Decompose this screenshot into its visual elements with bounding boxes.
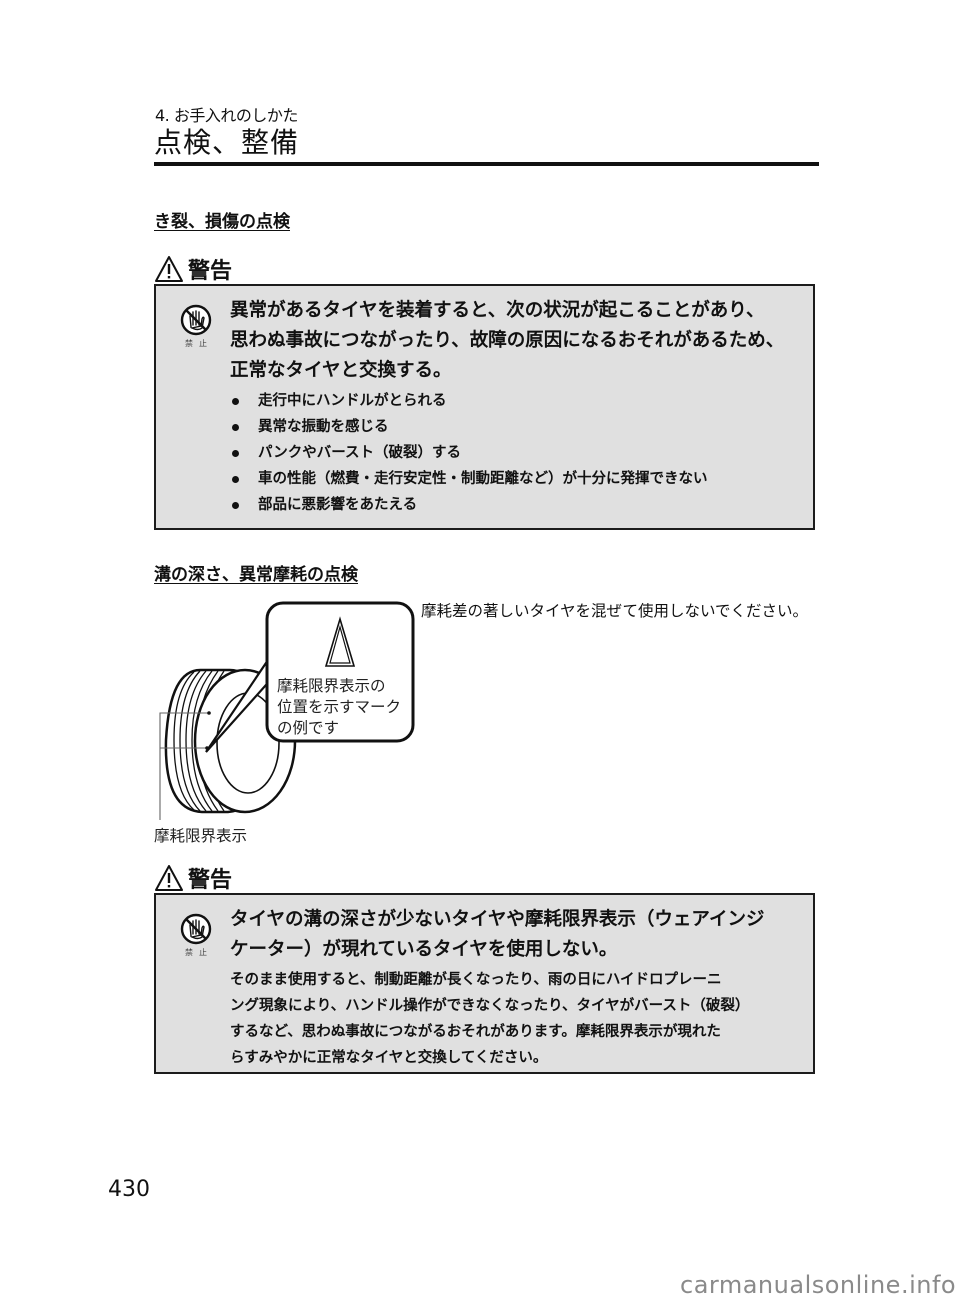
prohibited-label: 禁止 bbox=[185, 339, 213, 348]
prohibited-badge: 禁止 bbox=[176, 913, 216, 958]
watermark: carmanualsonline.info bbox=[680, 1271, 957, 1299]
warning-box-1: 禁止 異常があるタイヤを装着すると、次の状況が起こることがあり、 思わぬ事故につ… bbox=[154, 284, 815, 530]
warning-box-2: 禁止 タイヤの溝の深さが少ないタイヤや摩耗限界表示（ウェアインジ ケーター）が現… bbox=[154, 893, 815, 1074]
section-heading-cracks: き裂、損傷の点検 bbox=[154, 212, 290, 232]
list-item: 異常な振動を感じる bbox=[232, 414, 803, 440]
warning-triangle-icon bbox=[155, 256, 183, 282]
warning-label: 警告 bbox=[188, 259, 233, 284]
warning-main-text-1: 異常があるタイヤを装着すると、次の状況が起こることがあり、 思わぬ事故につながっ… bbox=[230, 300, 785, 381]
prohibited-label: 禁止 bbox=[185, 948, 213, 957]
chapter-label: 4. お手入れのしかた bbox=[155, 106, 298, 125]
warning-bullet-list: 走行中にハンドルがとられる 異常な振動を感じる パンクやバースト（破裂）する 車… bbox=[232, 388, 803, 518]
list-item: 車の性能（燃費・走行安定性・制動距離など）が十分に発揮できない bbox=[232, 466, 803, 492]
list-item: パンクやバースト（破裂）する bbox=[232, 440, 803, 466]
wear-indicator-mark-icon bbox=[324, 616, 356, 667]
warning-heading-1: 警告 bbox=[154, 253, 232, 285]
title-divider bbox=[154, 162, 819, 166]
tire-illustration bbox=[159, 601, 415, 820]
tire-mixing-note: 摩耗差の著しいタイヤを混ぜて使用しないでください。 bbox=[421, 602, 809, 620]
page-title: 点検、整備 bbox=[154, 126, 300, 159]
warning-detail-text: そのまま使用すると、制動距離が長くなったり、雨の日にハイドロプレーニ ング現象に… bbox=[230, 972, 750, 1066]
prohibited-hand-icon bbox=[180, 913, 212, 945]
warning-triangle-icon bbox=[155, 865, 183, 891]
warning-heading-2: 警告 bbox=[154, 862, 232, 894]
list-item: 部品に悪影響をあたえる bbox=[232, 492, 803, 518]
warning-label: 警告 bbox=[188, 868, 233, 893]
wear-indicator-label: 摩耗限界表示 bbox=[154, 827, 248, 845]
list-item: 走行中にハンドルがとられる bbox=[232, 388, 803, 414]
callout-text: 摩耗限界表示の 位置を示すマーク の例です bbox=[277, 677, 402, 737]
section-heading-tread: 溝の深さ、異常摩耗の点検 bbox=[154, 565, 358, 585]
page-number: 430 bbox=[108, 1177, 150, 1202]
warning-main-text-2: タイヤの溝の深さが少ないタイヤや摩耗限界表示（ウェアインジ ケーター）が現れてい… bbox=[230, 909, 765, 960]
prohibited-hand-icon bbox=[180, 304, 212, 336]
prohibited-badge: 禁止 bbox=[176, 304, 216, 349]
